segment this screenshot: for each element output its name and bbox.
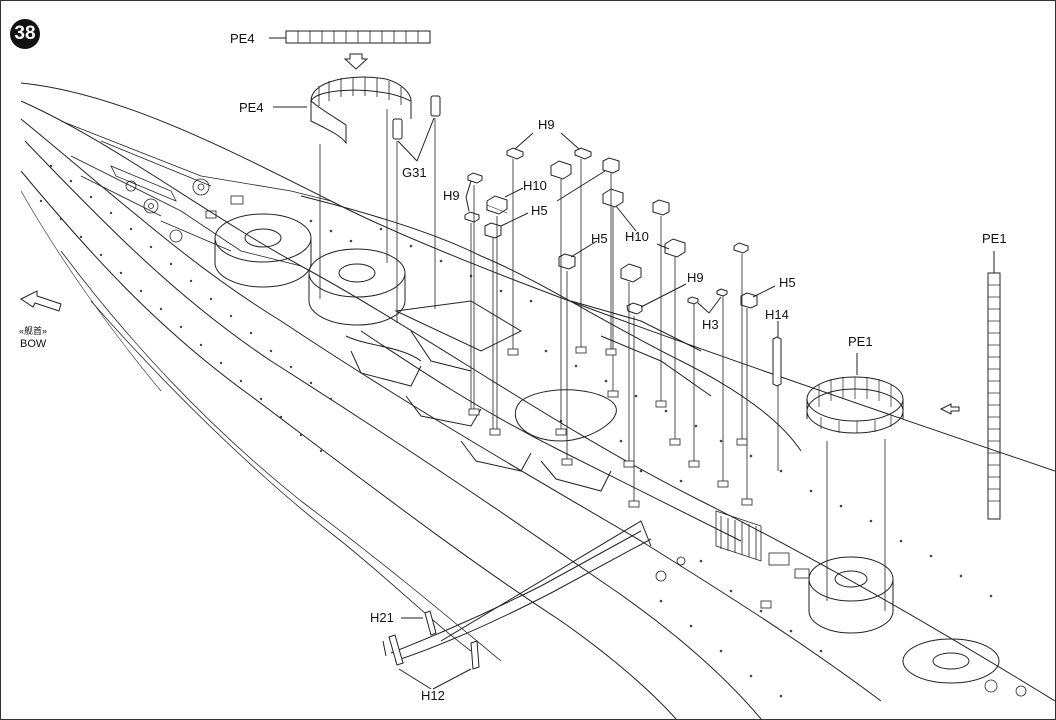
- part-label-pe4-ring: PE4: [239, 100, 264, 115]
- bow-label: BOW: [20, 338, 47, 350]
- bow-label-cn: «舰首»: [19, 326, 48, 336]
- part-label-h3: H3: [702, 317, 719, 332]
- part-label-h9-right: H9: [687, 270, 704, 285]
- part-label-h9-left: H9: [443, 188, 460, 203]
- part-label-g31: G31: [402, 165, 427, 180]
- part-label-pe4-strip: PE4: [230, 31, 255, 46]
- part-label-h5-mid: H5: [591, 231, 608, 246]
- ship-hull: [20, 82, 1055, 719]
- h21-h12-parts: [388, 610, 480, 690]
- pe1-vertical-strip: [987, 251, 1001, 520]
- part-label-h9-top: H9: [538, 117, 555, 132]
- part-label-h10-left: H10: [523, 178, 547, 193]
- part-label-h12: H12: [421, 688, 445, 703]
- step-number-badge: 38: [10, 19, 40, 49]
- deck-fittings: [309, 219, 993, 698]
- pipes: [382, 520, 652, 662]
- aft-equipment: [655, 510, 1027, 697]
- h-parts-column: [464, 132, 782, 387]
- superstructure-deck: [300, 195, 802, 542]
- turret-barbettes: [214, 213, 1000, 684]
- part-label-h14: H14: [765, 307, 789, 322]
- part-label-h5-left: H5: [531, 203, 548, 218]
- part-label-h21: H21: [370, 610, 394, 625]
- part-label-pe1-ring: PE1: [848, 334, 873, 349]
- pe1-ring: [806, 353, 960, 611]
- bow-direction-arrow: [20, 290, 62, 312]
- pe4-flat-strip: [269, 30, 431, 70]
- placement-guides: [319, 109, 436, 323]
- part-label-pe1-strip: PE1: [982, 231, 1007, 246]
- portholes: [39, 164, 333, 453]
- fore-deck-details: [60, 120, 332, 267]
- mount-points: [468, 346, 753, 508]
- part-label-h5-right: H5: [779, 275, 796, 290]
- h-part-guides: [470, 159, 779, 503]
- part-label-h10-right: H10: [625, 229, 649, 244]
- g31-parts: [392, 95, 441, 162]
- pe4-curved-part: [273, 76, 412, 145]
